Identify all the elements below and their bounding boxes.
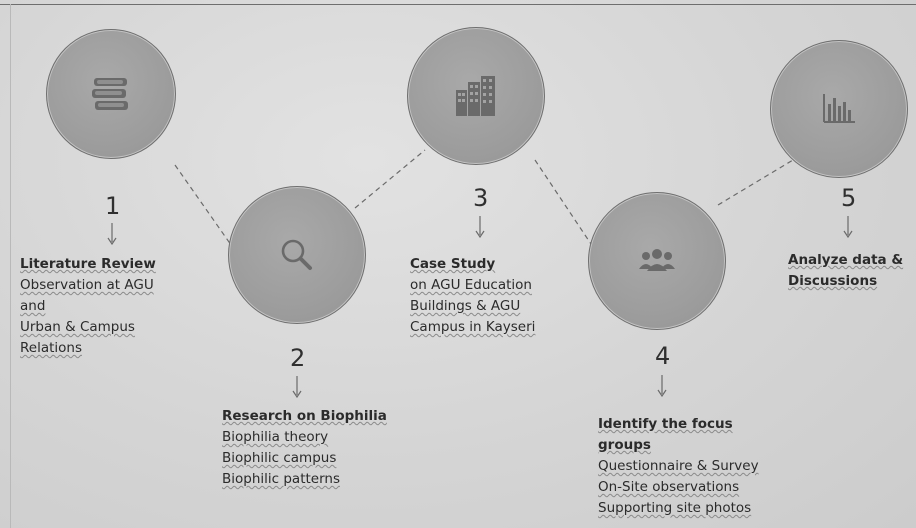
step-3-circle <box>407 27 545 165</box>
step-3-line: Buildings & AGU <box>410 298 521 314</box>
step-3-arrow <box>475 216 485 238</box>
step-2-line: Biophilia theory <box>222 429 329 445</box>
step-2-number: 2 <box>290 344 306 372</box>
step-2-text: Research on Biophilia Biophilia theory B… <box>222 406 387 490</box>
search-icon <box>281 239 312 270</box>
people-group-icon <box>639 249 675 271</box>
step-4-line: Questionnaire & Survey <box>598 458 759 474</box>
step-1-title: Literature Review <box>20 256 156 272</box>
step-5-text: Analyze data & Discussions <box>788 250 903 292</box>
step-2-title: Research on Biophilia <box>222 408 387 424</box>
step-3-line: Campus in Kayseri <box>410 319 536 335</box>
step-1-number: 1 <box>105 192 121 220</box>
step-4-arrow <box>657 375 667 397</box>
step-1-arrow <box>107 223 117 245</box>
step-1-line: Observation at AGU <box>20 277 154 293</box>
step-2-line: Biophilic campus <box>222 450 337 466</box>
step-5-number: 5 <box>841 184 857 212</box>
step-3-line: on AGU Education <box>410 277 532 293</box>
step-4-circle <box>588 192 726 330</box>
step-2-arrow <box>292 376 302 398</box>
step-1-line: Urban & Campus <box>20 319 135 335</box>
step-3-title: Case Study <box>410 256 496 272</box>
step-5-title-cont: Discussions <box>788 273 878 289</box>
connector-4-5 <box>717 159 794 206</box>
step-4-title-cont: groups <box>598 437 651 453</box>
step-3-number: 3 <box>473 184 489 212</box>
buildings-icon <box>456 76 495 116</box>
books-icon <box>92 78 128 110</box>
connector-2-3 <box>354 149 426 209</box>
step-1-line: and <box>20 298 46 314</box>
step-5-arrow <box>843 216 853 238</box>
step-4-text: Identify the focus groups Questionnaire … <box>598 414 759 519</box>
step-2-circle <box>228 186 366 324</box>
step-1-circle <box>46 29 176 159</box>
top-border <box>0 4 916 5</box>
connector-3-4 <box>534 159 596 251</box>
step-4-number: 4 <box>655 342 671 370</box>
step-5-circle <box>770 40 908 178</box>
connector-1-2 <box>174 164 237 253</box>
step-1-text: Literature Review Observation at AGU and… <box>20 254 156 359</box>
left-border <box>10 4 11 528</box>
step-5-title: Analyze data & <box>788 252 904 268</box>
step-4-title: Identify the focus <box>598 416 733 432</box>
step-2-line: Biophilic patterns <box>222 471 340 487</box>
step-4-line: Supporting site photos <box>598 500 752 516</box>
bar-chart-icon <box>823 94 855 123</box>
step-3-text: Case Study on AGU Education Buildings & … <box>410 254 535 338</box>
step-1-line: Relations <box>20 340 82 356</box>
step-4-line: On-Site observations <box>598 479 740 495</box>
